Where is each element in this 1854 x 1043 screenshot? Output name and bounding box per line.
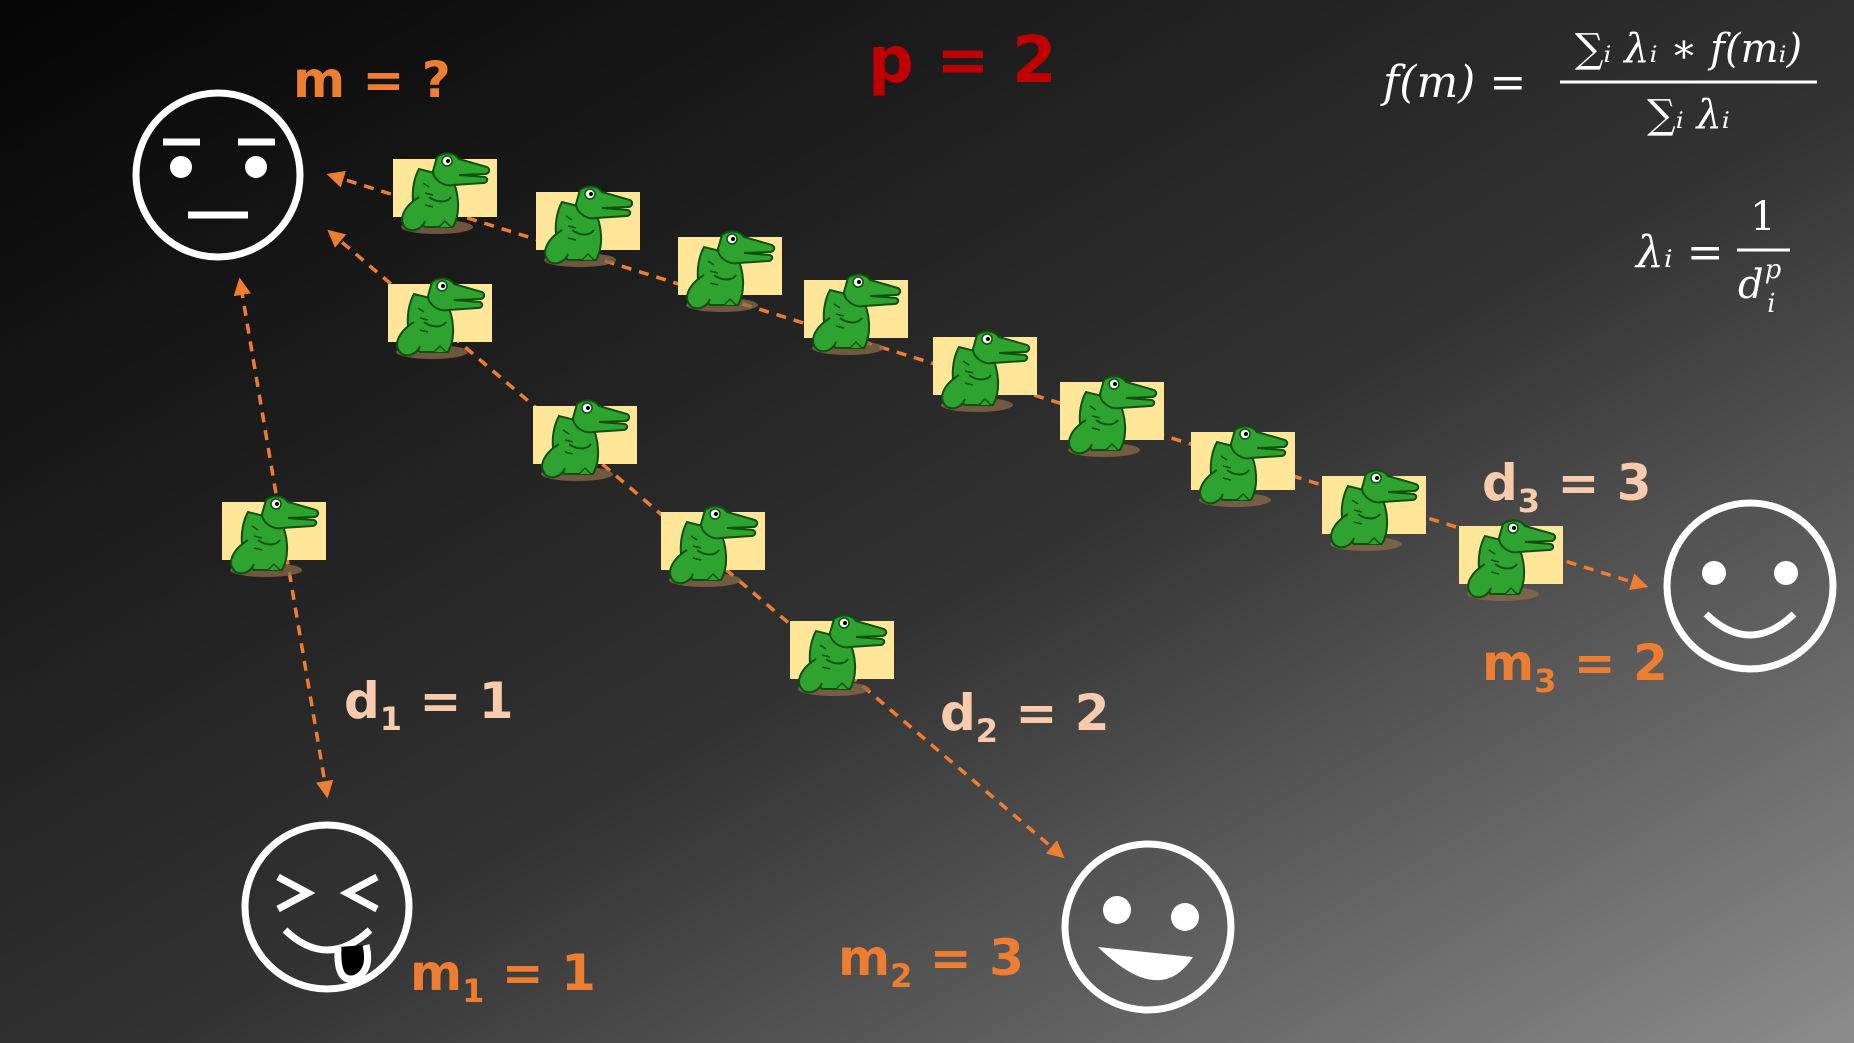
crocodile-icon xyxy=(1059,375,1165,458)
formula-denominator: ∑ᵢ λᵢ xyxy=(1647,92,1730,138)
tongue-out-squint-face-icon xyxy=(241,821,413,993)
power-label: p = 2 xyxy=(868,24,1057,98)
d1-label: d1 = 1 xyxy=(344,672,514,738)
crocodile-icon xyxy=(932,330,1038,413)
grinning-face-icon xyxy=(1061,840,1235,1014)
crocodile-icon xyxy=(1190,425,1296,508)
crocodile-icon xyxy=(677,230,783,313)
crocodile-steps xyxy=(221,152,1564,697)
crocodile-icon xyxy=(1458,519,1564,602)
crocodile-icon xyxy=(1321,469,1427,552)
crocodile-icon xyxy=(532,399,638,482)
crocodile-icon xyxy=(535,185,641,268)
d2-label: d2 = 2 xyxy=(940,684,1110,750)
crocodile-icon xyxy=(660,505,766,588)
smiling-face-icon xyxy=(1663,499,1837,673)
m3-label: m3 = 2 xyxy=(1482,634,1668,700)
crocodile-icon xyxy=(387,277,493,360)
crocodile-icon xyxy=(221,495,327,578)
formula-lhs: f(m) = xyxy=(1380,57,1526,108)
m1-label: m1 = 1 xyxy=(410,944,596,1010)
crocodile-icon xyxy=(803,273,909,356)
neutral-face-icon xyxy=(132,89,304,261)
target-value-label: m = ? xyxy=(293,51,451,109)
lambda-lhs: λᵢ = xyxy=(1634,227,1724,278)
path-arrows xyxy=(233,170,1649,859)
crocodile-icon xyxy=(392,152,498,235)
crocodile-icon xyxy=(789,614,895,697)
m2-label: m2 = 3 xyxy=(838,929,1024,995)
d3-label: d3 = 3 xyxy=(1482,454,1652,520)
lambda-numerator: 1 xyxy=(1750,194,1775,240)
formula-numerator: ∑ᵢ λᵢ ∗ f(mᵢ) xyxy=(1575,26,1802,72)
